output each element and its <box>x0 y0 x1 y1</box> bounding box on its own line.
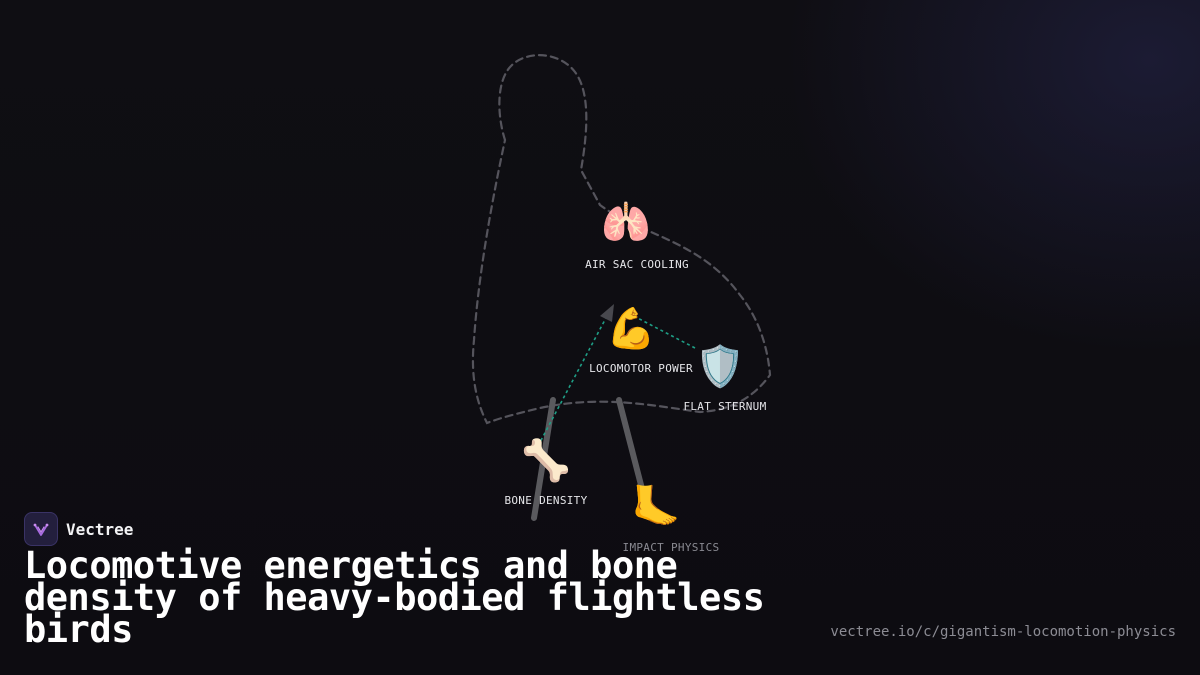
connector-sternum-to-locomotor <box>627 312 696 349</box>
page-title: Locomotive energetics and bone density o… <box>24 544 765 651</box>
brand-name: Vectree <box>66 519 134 539</box>
node-air-sac[interactable]: 🫁 AIR SAC COOLING <box>585 200 689 271</box>
node-label-bone: BONE DENSITY <box>504 494 587 507</box>
bone-icon: 🦴 <box>521 436 571 484</box>
shield-icon: 🛡️ <box>695 343 745 390</box>
node-bone[interactable]: 🦴 BONE DENSITY <box>504 436 587 507</box>
node-label-sternum: FLAT STERNUM <box>683 400 766 413</box>
foot-icon: 🦶 <box>631 483 681 530</box>
vectree-logo-icon <box>24 512 58 546</box>
connector-bone-to-locomotor <box>537 315 608 447</box>
node-label-locomotor: LOCOMOTOR POWER <box>589 362 693 375</box>
node-label-air-sac: AIR SAC COOLING <box>585 258 689 271</box>
bird-outline <box>471 54 772 425</box>
source-url[interactable]: vectree.io/c/gigantism-locomotion-physic… <box>830 624 1176 640</box>
node-sternum[interactable]: 🛡️ FLAT STERNUM <box>683 343 766 413</box>
arrowhead-icon <box>600 304 614 322</box>
lungs-icon: 🫁 <box>601 200 651 246</box>
brand[interactable]: Vectree <box>24 512 133 546</box>
left-leg <box>531 397 556 521</box>
node-impact[interactable]: 🦶 IMPACT PHYSICS <box>623 483 720 554</box>
flexed-biceps-icon: 💪 <box>606 305 656 352</box>
node-locomotor[interactable]: 💪 LOCOMOTOR POWER <box>589 305 693 375</box>
right-leg <box>616 397 651 515</box>
node-label-impact: IMPACT PHYSICS <box>623 541 720 554</box>
